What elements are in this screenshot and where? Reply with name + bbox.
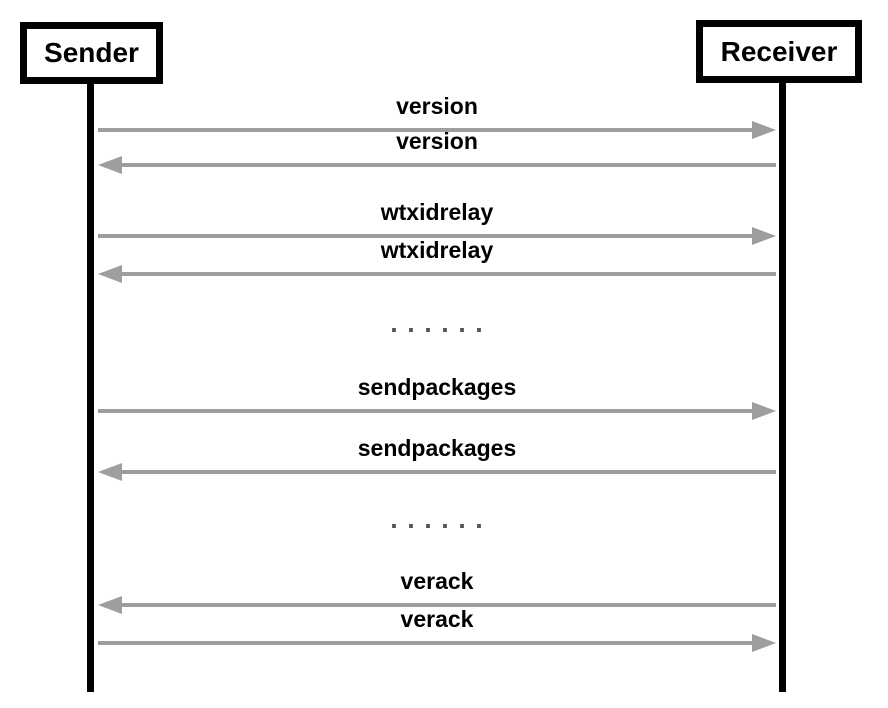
arrow-left-icon [98,463,776,481]
arrow-shaft [118,470,776,474]
message-label: wtxidrelay [380,237,494,263]
receiver-lifeline [779,83,786,692]
arrow-shaft [98,409,756,413]
message-row-verack-left: verack [98,566,776,614]
ellipsis-row: . . . . . . [390,308,484,338]
message-row-version-right: version [98,91,776,139]
arrow-shaft [118,163,776,167]
message-row-sendpackages-right: sendpackages [98,372,776,420]
message-label: wtxidrelay [380,199,494,225]
message-row-wtxidrelay-right: wtxidrelay [98,197,776,245]
arrow-head [98,463,122,481]
message-row-verack-right: verack [98,604,776,652]
arrow-right-icon [98,402,776,420]
arrow-shaft [118,272,776,276]
ellipsis-row: . . . . . . [390,504,484,534]
message-label: verack [400,606,474,632]
arrow-shaft [98,234,756,238]
arrow-head [98,596,122,614]
arrow-head [752,402,776,420]
message-label: verack [400,568,474,594]
arrow-right-icon [98,634,776,652]
message-label: version [396,93,478,119]
arrow-head [98,265,122,283]
actor-box-sender: Sender [20,22,163,84]
message-row-version-left: version [98,126,776,174]
arrow-right-icon [98,227,776,245]
arrow-shaft [98,128,756,132]
message-label: sendpackages [357,374,517,400]
message-label: version [396,128,478,154]
message-row-sendpackages-left: sendpackages [98,433,776,481]
message-label: sendpackages [357,435,517,461]
actor-box-receiver: Receiver [696,20,862,83]
actor-label-sender: Sender [44,37,139,68]
arrow-shaft [118,603,776,607]
arrow-head [752,227,776,245]
arrow-left-icon [98,596,776,614]
arrow-left-icon [98,156,776,174]
sender-lifeline [87,84,94,692]
arrow-left-icon [98,265,776,283]
arrow-head [98,156,122,174]
arrow-right-icon [98,121,776,139]
arrow-shaft [98,641,756,645]
actor-label-receiver: Receiver [720,35,838,67]
arrow-head [752,634,776,652]
message-row-wtxidrelay-left: wtxidrelay [98,235,776,283]
arrow-head [752,121,776,139]
